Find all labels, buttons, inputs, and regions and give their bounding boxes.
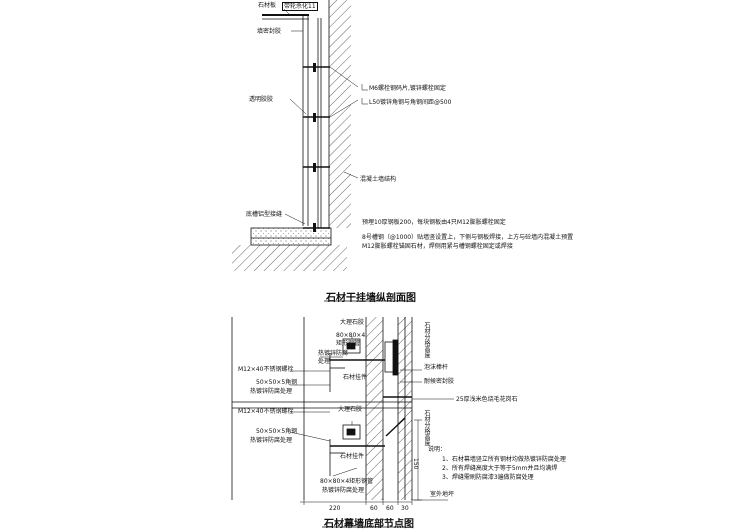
label-bar-b2: 热镀锌防腐处理 bbox=[322, 487, 365, 494]
upper-note-1: 预埋10厚钢板200，每块钢板由4只M12膨胀螺栓固定 bbox=[362, 219, 506, 226]
label-bar-b1: 80×80×4矩形钢管 bbox=[320, 478, 374, 485]
lower-note-2: 2、所有焊缝高度大于等于5mm并且均满焊 bbox=[442, 465, 558, 472]
label-sealant: 填密封胶 bbox=[257, 28, 282, 35]
lower-section bbox=[231, 317, 454, 528]
dimension-vertical: 150 bbox=[412, 458, 419, 470]
upper-title: 石材干挂墙纵剖面图 bbox=[326, 293, 416, 304]
label-bottom-drain: 底槽铝型接缝 bbox=[246, 211, 283, 218]
label-bar-a1: 80×80×4 bbox=[336, 332, 366, 339]
label-bolt-a: M12×40不锈钢螺栓 bbox=[238, 366, 294, 373]
label-marble-glue-b: 大理石胶 bbox=[338, 406, 363, 413]
vertical-label-a: 石材分格高度 bbox=[423, 322, 430, 358]
label-angle-b2: 热镀锌防腐处理 bbox=[250, 437, 293, 444]
label-pendant-a: 石材挂件 bbox=[343, 374, 368, 381]
label-transparent-glue: 透明胶胶 bbox=[249, 96, 274, 103]
label-ledge: 25厚浅米色烧毛花岗石 bbox=[456, 396, 518, 403]
label-anchor-a1: 热镀锌防腐 bbox=[318, 350, 349, 357]
dimension-d: 30 bbox=[401, 505, 409, 512]
label-anchor-a2: 处理 bbox=[318, 358, 331, 365]
dimension-a: 220 bbox=[329, 505, 341, 512]
upper-note-3: M12膨胀螺栓锚固石材，焊侧用紧与槽钢螺栓固定或焊接 bbox=[362, 243, 513, 250]
label-marble-glue-a: 大理石胶 bbox=[340, 319, 365, 326]
dimension-b: 60 bbox=[370, 505, 378, 512]
lower-note-1: 1、石材幕墙竖立所有钢材均做热镀锌防腐处理 bbox=[442, 456, 566, 463]
lower-note-3: 3、焊缝需刷防腐漆3遍做防腐处理 bbox=[442, 474, 534, 481]
dimension-c: 60 bbox=[386, 505, 394, 512]
label-angle-a2: 热镀锌防腐处理 bbox=[250, 388, 293, 395]
label-pendant-b: 石材挂件 bbox=[340, 453, 365, 460]
label-angle-b1: 50×50×5角钢 bbox=[256, 428, 298, 435]
vertical-label-b: 石材分格高度 bbox=[423, 410, 430, 446]
lower-title: 石材幕墙底部节点图 bbox=[324, 519, 414, 530]
label-sealant-a: 耐候密封胶 bbox=[424, 378, 455, 385]
upper-section bbox=[232, 0, 413, 302]
label-angle: L50镀锌角钢与角钢间距@500 bbox=[369, 99, 452, 106]
label-angle-a1: 50×50×5角钢 bbox=[256, 379, 298, 386]
label-foam: 泡沫棒杆 bbox=[424, 364, 449, 371]
notes-heading: 说明： bbox=[428, 446, 447, 453]
label-structure: 混凝土墙结构 bbox=[360, 176, 397, 183]
label-bar-a2: 矩形钢管 bbox=[336, 340, 361, 347]
label-bolt: M6螺栓钢码片,镀锌螺栓固定 bbox=[369, 85, 446, 92]
label-backing-rod: 带轮杀化11 bbox=[282, 2, 318, 11]
label-bolt-b: M12×40不锈钢螺栓 bbox=[238, 408, 294, 415]
upper-note-2: 8号槽钢（@1000）贴墙竖设置上，下侧与钢板焊接，上方与砼墙内混凝土预置 bbox=[362, 234, 574, 241]
label-stone-panel: 石材板 bbox=[258, 2, 277, 9]
label-floor: 室外地坪 bbox=[430, 491, 455, 498]
